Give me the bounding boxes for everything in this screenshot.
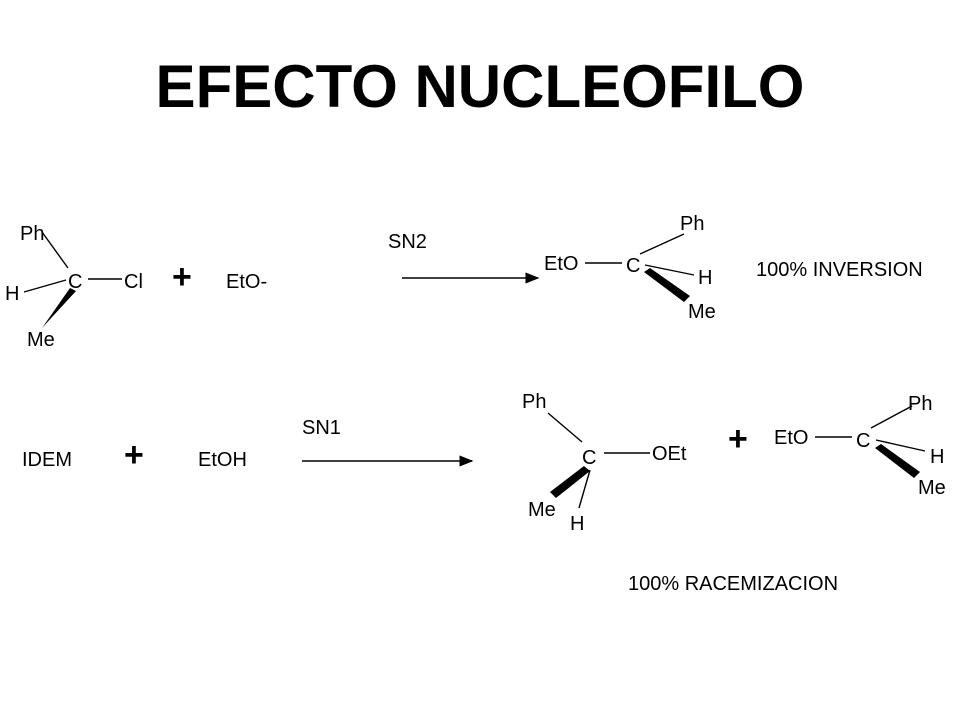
plus-sign-2: + xyxy=(124,436,144,474)
product-2b-carbon-label: C xyxy=(856,430,870,452)
product-2b-ph-label: Ph xyxy=(908,393,932,415)
nucleophile-1: EtO- xyxy=(226,271,267,293)
reactant-1-molecule: Ph C Cl H Me xyxy=(5,223,143,351)
wedge-bond-c-me xyxy=(42,288,76,328)
wedge-bond-c-me xyxy=(644,268,690,302)
product-1-me-label: Me xyxy=(688,301,716,323)
plus-sign-1: + xyxy=(172,258,192,296)
reactant-1-cl-label: Cl xyxy=(124,271,143,293)
product-2a-oet-label: OEt xyxy=(652,443,687,465)
bond-c-h xyxy=(578,469,591,509)
product-2b-eto-label: EtO xyxy=(774,427,808,449)
result-inversion: 100% INVERSION xyxy=(756,259,923,281)
reactant-2-idem: IDEM xyxy=(22,449,72,471)
product-1-molecule: Ph EtO C H Me xyxy=(544,213,716,323)
reactant-1-ph-label: Ph xyxy=(20,223,44,245)
product-2b-molecule: Ph EtO C H Me xyxy=(774,393,946,499)
condition-sn2: SN2 xyxy=(388,231,427,253)
product-1-carbon-label: C xyxy=(626,255,640,277)
result-racemization: 100% RACEMIZACION xyxy=(628,573,838,595)
condition-sn1: SN1 xyxy=(302,417,341,439)
bond-c-ph xyxy=(639,233,685,255)
wedge-bond-c-me xyxy=(875,444,920,478)
bond-c-h xyxy=(875,439,926,452)
page-title: EFECTO NUCLEOFILO xyxy=(155,53,805,120)
reactant-1-me-label: Me xyxy=(27,329,55,351)
bond-c-ph xyxy=(547,412,583,443)
product-2a-molecule: Ph C OEt Me H xyxy=(522,391,687,535)
nucleophile-2: EtOH xyxy=(198,449,247,471)
reactant-1-carbon-label: C xyxy=(68,271,82,293)
product-2a-ph-label: Ph xyxy=(522,391,546,413)
bond-c-ph xyxy=(870,405,913,429)
reactant-1-h-label: H xyxy=(5,283,19,305)
plus-sign-3: + xyxy=(728,420,748,458)
wedge-bond-c-me xyxy=(550,466,590,498)
product-2a-h-label: H xyxy=(570,513,584,535)
product-2a-carbon-label: C xyxy=(582,447,596,469)
bond-c-h xyxy=(23,279,67,293)
product-1-eto-label: EtO xyxy=(544,253,578,275)
product-1-h-label: H xyxy=(698,267,712,289)
product-2a-me-label: Me xyxy=(528,499,556,521)
bond-c-ph xyxy=(41,231,69,269)
bond-c-h xyxy=(644,264,695,276)
product-1-ph-label: Ph xyxy=(680,213,704,235)
product-2b-h-label: H xyxy=(930,446,944,468)
product-2b-me-label: Me xyxy=(918,477,946,499)
